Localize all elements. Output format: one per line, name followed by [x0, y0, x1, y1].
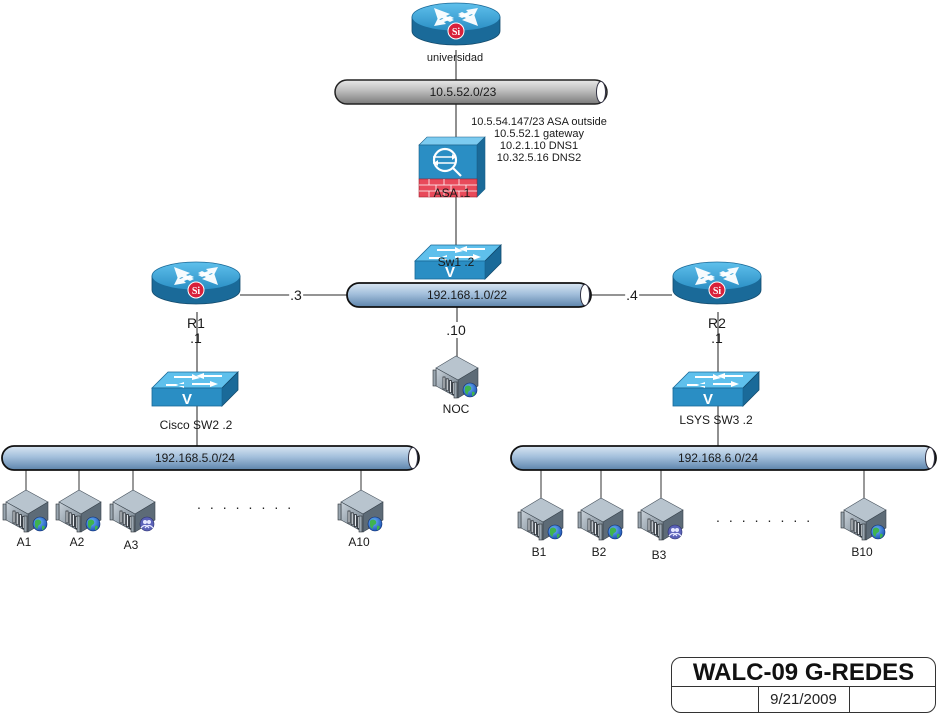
r1-iface-down: .1 [190, 330, 202, 346]
universidad-label: universidad [426, 52, 484, 64]
wan-network-label: 10.5.52.0/23 [429, 85, 497, 99]
host-b3[interactable] [637, 497, 684, 541]
si-badge-icon: Si [708, 281, 726, 299]
title-block-cell-left [672, 687, 759, 712]
router-universidad[interactable]: Si [411, 2, 501, 46]
asa-annotation: 10.5.54.147/23 ASA outside 10.5.52.1 gat… [471, 116, 607, 164]
noc-iface: .10 [446, 322, 466, 338]
globe-icon [607, 524, 623, 540]
switch-arrows-icon [429, 246, 485, 261]
user-group-icon [667, 524, 683, 540]
asa-gateway: 10.5.52.1 gateway [494, 128, 584, 140]
r2-iface-down: .1 [711, 330, 723, 346]
network-lan-b [510, 445, 937, 471]
sw1-label: Sw1 .2 [437, 255, 475, 269]
network-lan-a [1, 445, 420, 471]
router-arrows-icon [174, 267, 218, 285]
asa-dns1: 10.2.1.10 DNS1 [499, 140, 579, 152]
svg-text:Si: Si [452, 27, 461, 38]
title-block: WALC-09 G-REDES 9/21/2009 [671, 657, 936, 713]
vlan-v-icon: V [445, 264, 455, 281]
host-label: B3 [651, 548, 667, 562]
svg-text:Si: Si [192, 286, 201, 297]
host-b2[interactable] [577, 497, 624, 541]
network-wan [334, 79, 608, 105]
globe-icon [870, 524, 886, 540]
router-arrows-icon [695, 267, 739, 285]
noc-label: NOC [442, 402, 470, 416]
switch-sw1[interactable]: V [414, 244, 502, 281]
diagram-title: WALC-09 G-REDES [672, 658, 935, 687]
diagram-date: 9/21/2009 [759, 687, 850, 712]
si-badge-icon: Si [187, 281, 205, 299]
hosts-a-ellipsis: ........ [197, 496, 301, 512]
host-label: B1 [531, 545, 547, 559]
asa-dns2: 10.32.5.16 DNS2 [496, 152, 582, 164]
asa-label: ASA .1 [433, 186, 471, 200]
asa-firewall[interactable] [418, 136, 486, 198]
host-label: A10 [348, 535, 370, 549]
r2-iface-left: .4 [625, 287, 639, 303]
r1-iface-right: .3 [289, 287, 303, 303]
vlan-v-icon: V [703, 391, 713, 408]
switch-sw2[interactable]: V [151, 371, 239, 408]
host-label: A2 [69, 535, 85, 549]
core-network-label: 192.168.1.0/22 [426, 288, 508, 302]
host-label: B10 [851, 545, 873, 559]
router-arrows-icon [434, 8, 478, 26]
router-r2[interactable]: Si [672, 261, 762, 305]
r1-label: R1 [187, 315, 205, 331]
server-noc[interactable] [432, 355, 479, 399]
vlan-v-icon: V [182, 391, 192, 408]
globe-icon [85, 516, 101, 532]
host-a10[interactable] [337, 489, 384, 533]
lan-a-network-label: 192.168.5.0/24 [154, 451, 236, 465]
host-a3[interactable] [109, 489, 156, 533]
router-r1[interactable]: Si [151, 261, 241, 305]
host-label: A3 [123, 538, 139, 552]
svg-text:Si: Si [713, 286, 722, 297]
host-label: B2 [591, 545, 607, 559]
globe-icon [32, 516, 48, 532]
globe-icon [547, 524, 563, 540]
globe-icon [367, 516, 383, 532]
host-a1[interactable] [2, 489, 49, 533]
lan-b-network-label: 192.168.6.0/24 [677, 451, 759, 465]
asa-outside-ip: 10.5.54.147/23 ASA outside [471, 116, 607, 128]
user-group-icon [139, 516, 155, 532]
sw2-label: Cisco SW2 .2 [159, 418, 233, 432]
switch-arrows-icon [166, 373, 222, 388]
si-badge-icon: Si [447, 22, 465, 40]
hosts-b-ellipsis: ........ [716, 509, 820, 525]
switch-sw3[interactable]: V [672, 371, 760, 408]
switch-arrows-icon [687, 373, 743, 388]
host-a2[interactable] [55, 489, 102, 533]
network-core [346, 282, 592, 308]
host-label: A1 [16, 535, 32, 549]
title-block-cell-right [850, 687, 936, 712]
r2-label: R2 [708, 315, 726, 331]
globe-icon [462, 382, 478, 398]
host-b1[interactable] [517, 497, 564, 541]
host-b10[interactable] [840, 497, 887, 541]
sw3-label: LSYS SW3 .2 [679, 413, 753, 427]
